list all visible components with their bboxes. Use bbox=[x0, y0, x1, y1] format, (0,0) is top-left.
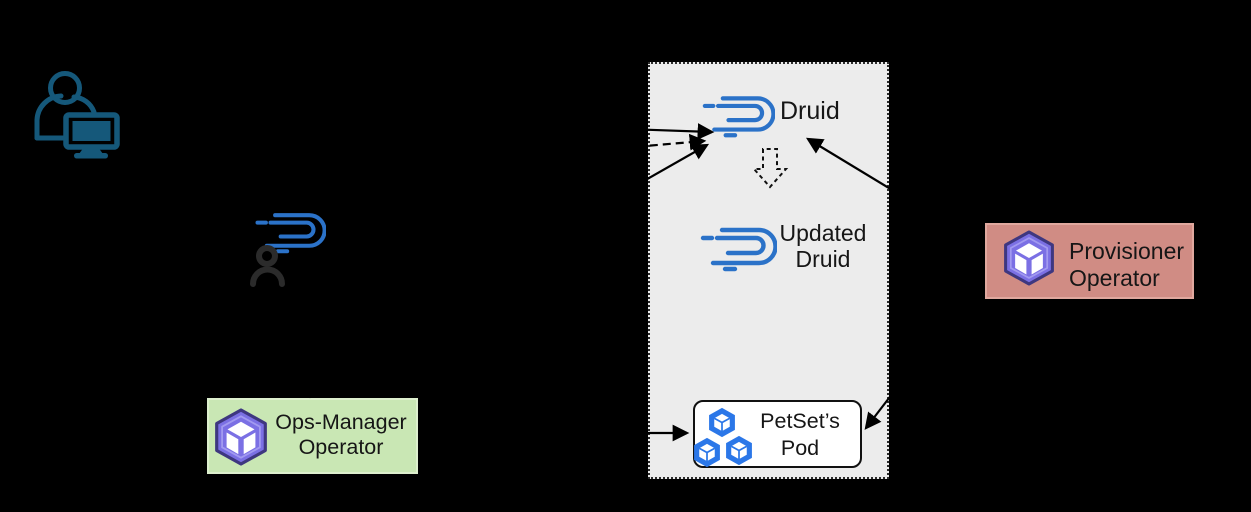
user-at-computer-icon bbox=[34, 71, 120, 159]
petset-pod-label-line1: PetSet’s bbox=[760, 409, 840, 433]
petset-pod-label: PetSet’s Pod bbox=[757, 408, 843, 462]
updated-druid-label-line2: Druid bbox=[795, 246, 851, 272]
ops-manager-operator-label-line2: Operator bbox=[298, 435, 384, 459]
druid-logo-icon bbox=[258, 215, 325, 251]
provisioner-operator-label: Provisioner Operator bbox=[1069, 238, 1184, 292]
user-icon bbox=[250, 245, 285, 287]
updated-druid-label: Updated Druid bbox=[763, 220, 883, 272]
druid-label: Druid bbox=[780, 97, 840, 125]
petset-pod-label-line2: Pod bbox=[780, 436, 820, 460]
provisioner-operator-label-line2: Operator bbox=[1069, 265, 1160, 291]
ops-manager-operator-label: Ops-Manager Operator bbox=[271, 410, 411, 460]
updated-druid-label-line1: Updated bbox=[779, 220, 867, 246]
provisioner-operator-label-line1: Provisioner bbox=[1069, 238, 1185, 264]
ops-manager-operator-label-line1: Ops-Manager bbox=[275, 410, 407, 434]
